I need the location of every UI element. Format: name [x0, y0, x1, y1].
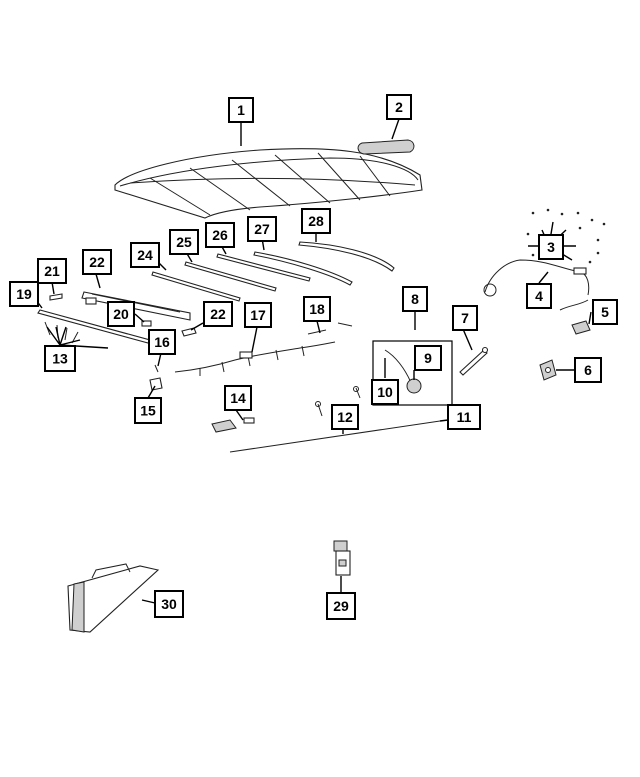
callout-12: 11 — [447, 404, 481, 430]
roof-panel-part — [114, 148, 423, 219]
svg-text:25: 25 — [176, 234, 192, 250]
callout-6: 6 — [574, 357, 602, 383]
bracket-6-part — [539, 359, 557, 381]
callout-16: 15 — [134, 397, 162, 424]
callout-2: 2 — [386, 94, 412, 120]
callout-27: 26 — [205, 222, 235, 248]
module-assembly-group — [372, 340, 453, 406]
svg-text:15: 15 — [140, 403, 156, 419]
svg-text:29: 29 — [333, 598, 349, 614]
callout-11: 10 — [371, 379, 399, 405]
rod-8-part — [459, 346, 489, 376]
svg-text:14: 14 — [230, 390, 246, 406]
callout-3: 3 — [538, 234, 564, 260]
callout-22-right: 22 — [203, 301, 233, 327]
callout-17: 16 — [148, 329, 176, 355]
callout-28: 27 — [247, 216, 277, 242]
svg-text:27: 27 — [254, 221, 270, 237]
bracket-15-part — [211, 417, 255, 433]
svg-text:6: 6 — [584, 362, 592, 378]
svg-text:22: 22 — [89, 254, 105, 270]
svg-text:21: 21 — [44, 263, 60, 279]
svg-text:2: 2 — [395, 99, 403, 115]
svg-text:19: 19 — [16, 286, 32, 302]
fastener-clips-part — [526, 208, 606, 264]
callout-13: 12 — [331, 404, 359, 430]
rod-19-part — [307, 322, 353, 335]
panel-31-part — [67, 563, 160, 633]
svg-text:11: 11 — [457, 409, 472, 425]
callout-14: 13 — [44, 345, 76, 372]
callout-18: 17 — [244, 302, 272, 328]
callout-22-left: 21 — [37, 258, 67, 284]
callout-10: 9 — [414, 345, 442, 371]
callout-25: 24 — [130, 242, 160, 268]
callout-30: 29 — [326, 592, 356, 620]
svg-text:9: 9 — [424, 350, 432, 366]
svg-text:4: 4 — [535, 288, 543, 304]
callout-26: 25 — [169, 229, 199, 255]
svg-text:18: 18 — [309, 301, 325, 317]
long-molding-part — [229, 386, 441, 453]
wiring-harness-part — [174, 341, 336, 376]
svg-text:5: 5 — [601, 304, 609, 320]
callout-29: 28 — [301, 208, 331, 234]
callout-5: 5 — [592, 299, 618, 325]
callout-15: 14 — [224, 385, 252, 411]
callout-31: 30 — [154, 590, 184, 618]
svg-text:10: 10 — [377, 384, 393, 400]
svg-text:22: 22 — [210, 306, 226, 322]
svg-text:24: 24 — [137, 247, 153, 263]
harness-loop-part — [483, 259, 590, 311]
clip-16-17-part — [149, 364, 163, 391]
svg-text:3: 3 — [547, 239, 555, 255]
callout-1: 1 — [228, 97, 254, 123]
callout-20: 19 — [9, 281, 39, 307]
svg-text:1: 1 — [237, 102, 245, 118]
callout-19: 18 — [303, 296, 331, 322]
callout-21: 20 — [107, 301, 135, 327]
svg-text:28: 28 — [308, 213, 324, 229]
svg-text:17: 17 — [250, 307, 266, 323]
svg-text:7: 7 — [461, 310, 469, 326]
callout-24: 22 — [82, 249, 112, 275]
bracket-5-part — [571, 320, 591, 335]
svg-text:12: 12 — [337, 409, 353, 425]
callout-9: 8 — [402, 286, 428, 312]
svg-text:16: 16 — [154, 334, 170, 350]
svg-text:26: 26 — [212, 227, 228, 243]
callout-4: 4 — [526, 283, 552, 309]
svg-text:8: 8 — [411, 291, 419, 307]
switch-30-part — [333, 540, 351, 576]
trim-pad-part — [357, 139, 415, 155]
roof-bows-part — [151, 241, 395, 302]
callout-8: 7 — [452, 305, 478, 331]
svg-text:30: 30 — [161, 596, 177, 612]
svg-text:20: 20 — [113, 306, 129, 322]
header-rail-part — [49, 291, 197, 337]
svg-text:13: 13 — [52, 351, 68, 367]
